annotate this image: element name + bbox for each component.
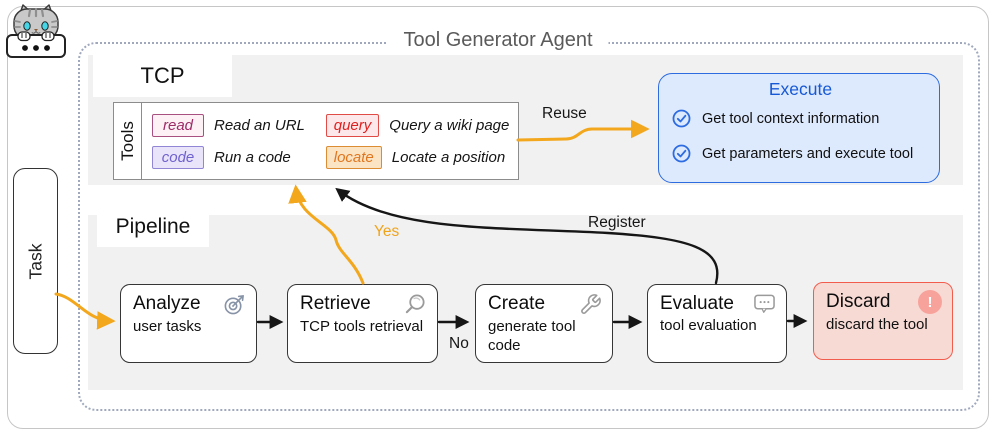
magnifier-icon xyxy=(405,294,425,314)
pipeline-step-retrieve: Retrieve TCP tools retrieval xyxy=(287,284,438,363)
alert-icon: ! xyxy=(918,290,942,314)
pipeline-step-evaluate: Evaluate tool evaluation xyxy=(647,284,787,363)
step-title: Evaluate xyxy=(660,293,734,314)
tools-grid: read Read an URL query Query a wiki page… xyxy=(142,103,518,179)
tool-chip-code: code xyxy=(152,145,204,169)
execute-box: Execute Get tool context information Get… xyxy=(658,73,940,183)
tool-entry-read: read Read an URL xyxy=(152,113,326,137)
tool-entry-code: code Run a code xyxy=(152,145,326,169)
tool-chip-read: read xyxy=(152,113,204,137)
tool-desc: Query a wiki page xyxy=(389,116,510,134)
step-title: Retrieve xyxy=(300,293,371,314)
tool-desc: Read an URL xyxy=(214,116,305,134)
step-subtitle: user tasks xyxy=(133,318,202,335)
execute-item: Get parameters and execute tool xyxy=(672,144,929,163)
execute-title: Execute xyxy=(768,79,833,99)
task-box: Task xyxy=(13,168,58,354)
check-circle-icon xyxy=(672,109,691,128)
pipeline-step-discard: Discard ! discard the tool xyxy=(813,282,953,360)
step-subtitle: tool evaluation xyxy=(660,317,757,334)
tool-desc: Locate a position xyxy=(391,148,506,166)
comment-icon xyxy=(754,294,775,313)
tcp-section-label: TCP xyxy=(93,55,232,97)
agent-title: Tool Generator Agent xyxy=(387,29,609,52)
step-subtitle: generate tool code xyxy=(488,318,576,354)
edge-label-register: Register xyxy=(588,214,646,231)
step-subtitle: discard the tool xyxy=(826,316,928,333)
edge-label-reuse: Reuse xyxy=(542,105,587,122)
step-title: Create xyxy=(488,293,546,314)
execute-item: Get tool context information xyxy=(672,109,929,128)
step-subtitle: TCP tools retrieval xyxy=(300,318,424,335)
tool-chip-query: query xyxy=(325,113,380,137)
wrench-icon xyxy=(581,294,601,314)
task-label: Task xyxy=(24,243,45,279)
execute-item-text: Get tool context information xyxy=(702,110,880,127)
target-icon xyxy=(224,295,244,315)
tools-rail: Tools xyxy=(114,103,142,179)
edge-label-yes: Yes xyxy=(374,223,400,240)
pipeline-section-label: Pipeline xyxy=(97,206,209,247)
tools-rail-label: Tools xyxy=(117,121,137,161)
tool-chip-locate: locate xyxy=(325,145,382,169)
execute-item-text: Get parameters and execute tool xyxy=(702,145,914,162)
pipeline-step-analyze: Analyze user tasks xyxy=(120,284,257,363)
pipeline-step-create: Create generate tool code xyxy=(475,284,613,363)
tool-desc: Run a code xyxy=(214,148,291,166)
tool-entry-query: query Query a wiki page xyxy=(325,113,514,137)
edge-label-no: No xyxy=(449,335,469,352)
tool-entry-locate: locate Locate a position xyxy=(325,145,514,169)
step-title: Discard xyxy=(826,291,891,312)
cat-mascot-icon xyxy=(6,4,66,58)
check-circle-icon xyxy=(672,144,691,163)
step-title: Analyze xyxy=(133,293,201,314)
tcp-tools-box: Tools read Read an URL query Query a wik… xyxy=(113,102,519,180)
